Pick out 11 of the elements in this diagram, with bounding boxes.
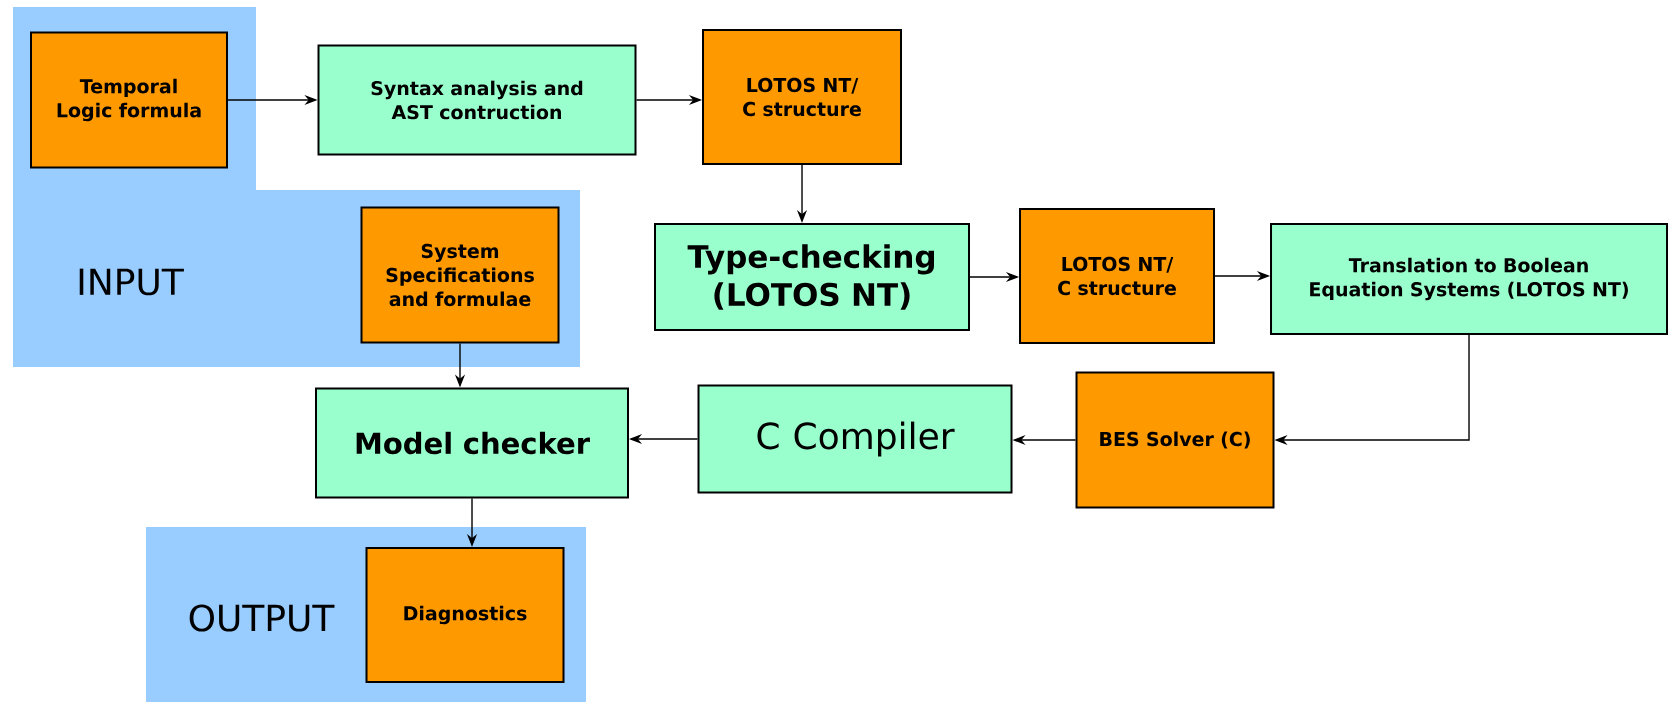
process-box: C Compiler [697, 384, 1013, 494]
data-box: LOTOS NT/ C structure [1019, 208, 1215, 344]
data-box: BES Solver (C) [1075, 371, 1275, 509]
process-box: Model checker [315, 387, 629, 499]
data-box: Diagnostics [365, 547, 565, 683]
process-box: Type-checking (LOTOS NT) [654, 223, 970, 331]
process-box: Syntax analysis and AST contruction [317, 44, 637, 156]
data-box: System Specifications and formulae [360, 206, 560, 344]
process-box: Translation to Boolean Equation Systems (LOTOS NT) [1270, 223, 1668, 335]
data-box: LOTOS NT/ C structure [702, 29, 902, 165]
data-box: Temporal Logic formula [30, 31, 228, 169]
